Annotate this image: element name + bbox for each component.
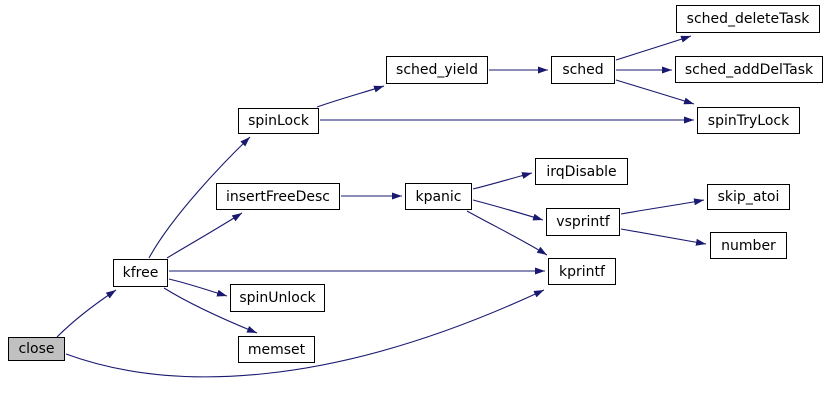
edge-sched-to-sched_deleteTask — [615, 35, 692, 61]
node-kprintf[interactable]: kprintf — [548, 258, 616, 285]
edge-kfree-to-spinUnlock — [168, 278, 228, 297]
edge-kpanic-to-vsprintf — [472, 199, 544, 221]
edge-vsprintf-to-number — [620, 228, 707, 246]
node-spinUnlock[interactable]: spinUnlock — [230, 284, 325, 312]
node-spinTryLock[interactable]: spinTryLock — [697, 107, 800, 134]
edge-close-to-kfree — [56, 289, 117, 338]
node-kfree[interactable]: kfree — [113, 259, 168, 287]
node-sched_addDelTask[interactable]: sched_addDelTask — [675, 56, 823, 83]
edge-kfree-to-insertFreeDesc — [166, 212, 243, 259]
node-sched_yield[interactable]: sched_yield — [386, 56, 488, 84]
node-number[interactable]: number — [710, 232, 787, 259]
edge-kfree-to-memset — [163, 287, 258, 334]
node-skip_atoi[interactable]: skip_atoi — [707, 184, 790, 210]
node-memset[interactable]: memset — [238, 336, 315, 363]
node-sched_deleteTask[interactable]: sched_deleteTask — [676, 5, 820, 33]
node-insertFreeDesc[interactable]: insertFreeDesc — [216, 183, 340, 210]
node-vsprintf[interactable]: vsprintf — [546, 208, 620, 236]
edge-kpanic-to-irqDisable — [472, 172, 533, 190]
edge-kfree-to-spinLock — [148, 136, 251, 259]
edge-sched-to-spinTryLock — [615, 79, 695, 105]
edge-vsprintf-to-skip_atoi — [620, 198, 705, 215]
edge-spinLock-to-sched_yield — [316, 85, 385, 108]
node-spinLock[interactable]: spinLock — [238, 108, 319, 134]
node-close: close — [8, 337, 65, 361]
node-irqDisable[interactable]: irqDisable — [535, 158, 628, 185]
edge-close-to-kprintf — [65, 289, 545, 378]
node-sched[interactable]: sched — [551, 56, 615, 84]
edge-kpanic-to-kprintf — [466, 210, 548, 256]
node-kpanic[interactable]: kpanic — [405, 183, 472, 210]
